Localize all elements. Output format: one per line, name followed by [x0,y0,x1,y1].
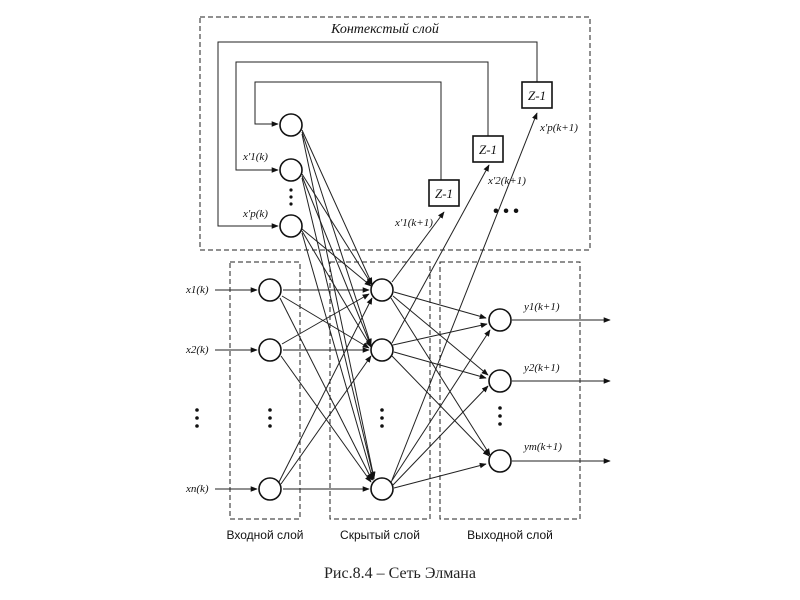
hidden-node-2 [370,338,394,362]
context-to-hidden-lines [301,129,376,481]
delay-box-1: Z-1 [428,179,460,207]
output-label-2: y2(k+1) [523,362,560,374]
output-node-m [488,449,512,473]
output-node-2 [488,369,512,393]
output-arrows [512,317,611,464]
delay-box-2: Z-1 [472,135,504,163]
context-input-label-p: x'p(k) [242,208,268,220]
delay-output-label-2: x'2(k+1) [487,175,526,187]
output-layer-box [439,261,581,520]
delay-ellipsis: • • • [493,203,519,220]
input-node-2 [258,338,282,362]
delay-output-label-p: x'p(k+1) [539,122,578,134]
output-node-1 [488,308,512,332]
input-layer-box [229,261,301,520]
context-input-label-1: x'1(k) [242,151,268,163]
hidden-node-1 [370,278,394,302]
input-to-hidden-lines [278,287,373,492]
delay-box-3: Z-1 [521,81,553,109]
context-node-p [279,214,303,238]
delay-label-3: Z-1 [528,88,546,103]
output-layer-label: Выходной слой [467,528,553,542]
hidden-to-delay-lines [391,112,538,481]
hidden-layer-label: Скрытый слой [340,528,420,542]
context-node-1 [279,113,303,137]
input-label-n: xn(k) [185,483,209,495]
output-label-1: y1(k+1) [523,301,560,313]
input-layer-label: Входной слой [227,528,304,542]
hidden-layer-box [329,261,431,520]
vertical-ellipsis-marks [195,188,502,428]
input-node-1 [258,278,282,302]
feedback-lines [217,41,538,229]
delay-label-2: Z-1 [479,142,497,157]
input-arrows [215,287,258,492]
delay-output-label-1: x'1(k+1) [394,217,433,229]
input-node-n [258,477,282,501]
input-label-2: x2(k) [185,344,209,356]
hidden-to-output-lines [390,291,491,489]
figure-caption: Рис.8.4 – Сеть Элмана [324,565,476,582]
context-layer-label: Контекстый слой [330,22,439,37]
context-layer-box [199,16,591,251]
context-node-2 [279,158,303,182]
output-label-m: ym(k+1) [523,441,562,453]
delay-label-1: Z-1 [435,186,453,201]
hidden-node-n [370,477,394,501]
input-label-1: x1(k) [185,284,209,296]
